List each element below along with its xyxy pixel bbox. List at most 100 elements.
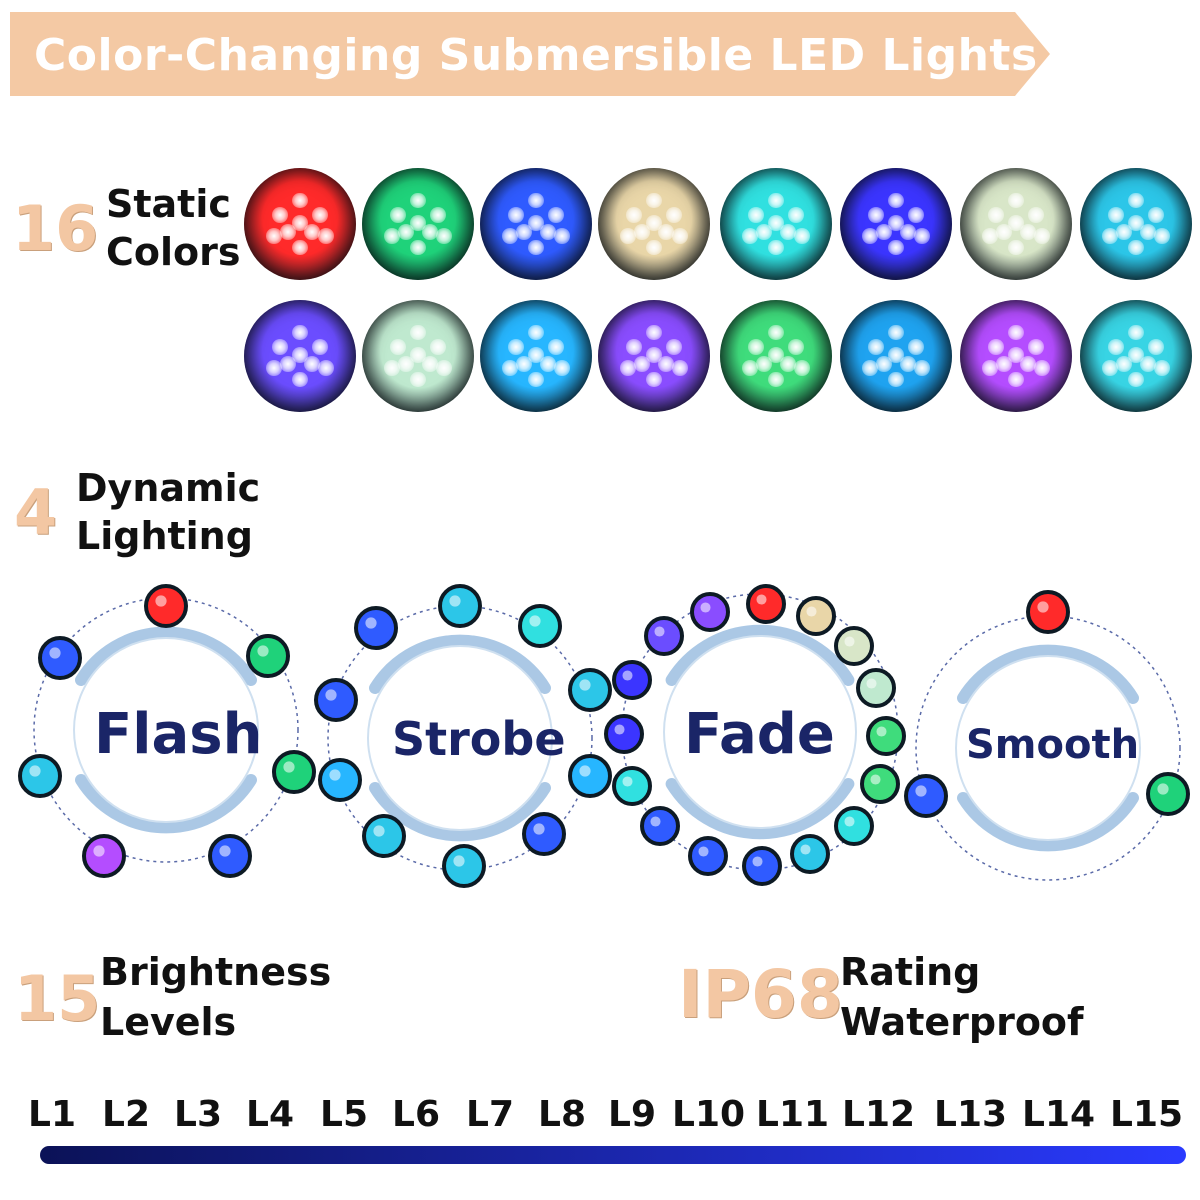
brightness-label-line1: Brightness (100, 950, 332, 994)
static-color-bulb (480, 168, 592, 280)
cycle-arrow-icon (369, 634, 551, 694)
color-orb (18, 754, 62, 798)
mode-label-strobe: Strobe (392, 712, 566, 766)
orb-highlight (876, 726, 887, 737)
color-orb (746, 584, 786, 624)
dotted-orbit-ring (327, 605, 593, 871)
color-orb (38, 636, 82, 680)
title-banner: Color-Changing Submersible LED Lights (10, 12, 1050, 96)
color-orb (834, 806, 874, 846)
orb-highlight (844, 816, 855, 827)
orb-highlight (529, 615, 541, 627)
orb-highlight (654, 626, 665, 637)
dynamic-lighting-label-line1: Dynamic (76, 466, 261, 510)
orb-highlight (700, 602, 711, 613)
brightness-level-label: L1 (28, 1094, 76, 1135)
orb-highlight (806, 606, 817, 617)
brightness-level-label: L3 (174, 1094, 222, 1135)
color-orb (834, 626, 874, 666)
color-orb (568, 668, 612, 712)
orb-highlight (373, 825, 385, 837)
color-orb (612, 766, 652, 806)
cycle-arrow-icon (369, 782, 551, 842)
cycle-arrow-icon (665, 778, 855, 840)
static-color-bulb (840, 168, 952, 280)
orb-highlight (756, 594, 767, 605)
cycle-center (663, 635, 857, 829)
color-orb (362, 814, 406, 858)
dotted-orbit-ring (915, 615, 1181, 881)
orb-highlight (800, 844, 811, 855)
brightness-level-label: L8 (538, 1094, 586, 1135)
color-orb (442, 844, 486, 888)
brightness-level-label: L14 (1022, 1094, 1096, 1135)
static-color-bulb (1080, 168, 1192, 280)
orb-highlight (329, 769, 341, 781)
color-orb (612, 660, 652, 700)
orb-highlight (1157, 783, 1169, 795)
orb-highlight (579, 679, 591, 691)
static-color-bulb (598, 300, 710, 412)
color-orb (790, 834, 830, 874)
cycle-arrow-icon (957, 644, 1139, 704)
static-color-bulb (960, 168, 1072, 280)
color-orb (568, 754, 612, 798)
brightness-number: 15 (14, 962, 101, 1035)
color-orb (866, 716, 906, 756)
brightness-level-label: L2 (102, 1094, 150, 1135)
static-color-bulb (720, 168, 832, 280)
cycle-arrow-icon (665, 624, 855, 686)
color-orb (688, 836, 728, 876)
color-orb (690, 592, 730, 632)
orb-highlight (752, 856, 763, 867)
static-color-bulb (362, 300, 474, 412)
color-orb (318, 758, 362, 802)
cycle-arrow-icon (75, 626, 257, 686)
brightness-level-label: L7 (466, 1094, 514, 1135)
brightness-level-label: L9 (608, 1094, 656, 1135)
dotted-orbit-ring (33, 597, 299, 863)
color-orb (314, 678, 358, 722)
orb-highlight (614, 724, 625, 735)
mode-label-flash: Flash (94, 702, 263, 767)
static-colors-label-line1: Static (106, 182, 231, 226)
color-orb (272, 750, 316, 794)
color-orb (208, 834, 252, 878)
cycle-arrow-icon (75, 774, 257, 834)
color-orb (856, 668, 896, 708)
brightness-level-label: L10 (672, 1094, 746, 1135)
cycle-center (955, 655, 1141, 841)
brightness-gradient-bar (40, 1146, 1186, 1164)
dynamic-modes-diagram (18, 584, 1190, 888)
orb-highlight (622, 670, 633, 681)
brightness-level-label: L12 (842, 1094, 916, 1135)
brightness-level-label: L11 (756, 1094, 830, 1135)
static-colors-number: 16 (12, 192, 99, 265)
orb-highlight (1037, 601, 1049, 613)
dynamic-lighting-number: 4 (14, 476, 58, 549)
static-color-bulb (840, 300, 952, 412)
brightness-label-line2: Levels (100, 1000, 237, 1044)
orb-highlight (870, 774, 881, 785)
orb-highlight (533, 823, 545, 835)
cycle-center (367, 645, 553, 831)
color-orb (246, 634, 290, 678)
brightness-level-label: L13 (934, 1094, 1008, 1135)
static-color-bulb (960, 300, 1072, 412)
color-orb (144, 584, 188, 628)
static-color-bulb (244, 300, 356, 412)
orb-highlight (650, 816, 661, 827)
color-orb (640, 806, 680, 846)
orb-highlight (49, 647, 61, 659)
orb-highlight (915, 785, 927, 797)
dynamic-lighting-label-line2: Lighting (76, 514, 253, 558)
brightness-level-label: L6 (392, 1094, 440, 1135)
color-orb (82, 834, 126, 878)
orb-highlight (844, 636, 855, 647)
orb-highlight (453, 855, 465, 867)
color-orb (1146, 772, 1190, 816)
orb-highlight (155, 595, 167, 607)
color-orb (1026, 590, 1070, 634)
mode-label-fade: Fade (684, 702, 835, 767)
waterproof-label-line1: Rating (840, 950, 981, 994)
